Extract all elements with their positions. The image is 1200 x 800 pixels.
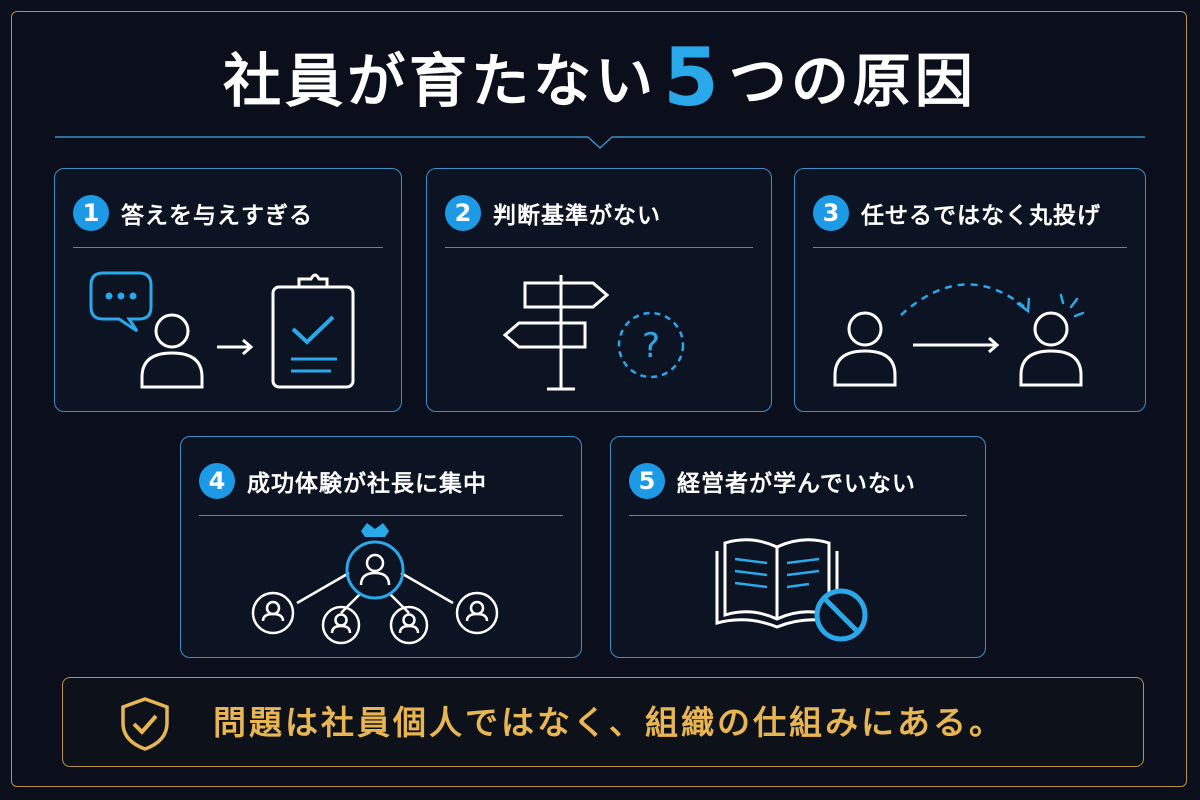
card-5-header: 5 経営者が学んでいない [629,461,916,501]
person-icon [833,311,897,387]
emphasis-lines-icon [1059,293,1085,318]
card-1-divider [73,247,383,248]
card-1-illustration [89,271,355,389]
card-3-header: 3 任せるではなく丸投げ [813,193,1101,233]
member-person-icon [389,605,429,645]
title-divider [55,136,1145,150]
card-5-divider [629,515,967,516]
card-2-badge: 2 [445,195,481,231]
card-5-illustration [715,538,868,642]
banner-text: 問題は社員個人ではなく、組織の仕組みにある。 [213,703,1005,742]
signpost-icon [502,275,610,391]
card-2-title: 判断基準がない [493,203,661,229]
arrow-right-icon [217,338,254,356]
card-2-illustration: ? [502,275,685,391]
card-5-badge: 5 [629,463,665,499]
card-4: 4 成功体験が社長に集中 [180,436,582,658]
member-person-icon [321,605,361,645]
crown-icon [361,523,389,537]
card-5-title: 経営者が学んでいない [677,471,916,497]
title-number: 5 [663,31,723,124]
org-chart-icon [251,523,499,645]
clipboard-check-icon [271,273,355,389]
shield-check-icon [121,697,169,751]
card-3-title: 任せるではなく丸投げ [861,203,1101,229]
person-icon [140,313,204,389]
card-2: 2 判断基準がない ? [426,168,772,412]
arrow-right-icon [913,336,1000,354]
open-book-icon [715,538,839,629]
prohibited-icon [814,588,868,642]
card-1: 1 答えを与えすぎる [54,168,402,412]
card-1-badge: 1 [73,195,109,231]
member-person-icon [251,591,295,635]
card-5: 5 経営者が学んでいない [610,436,986,658]
conclusion-banner: 問題は社員個人ではなく、組織の仕組みにある。 [62,677,1144,767]
outer-frame [11,11,1187,787]
card-2-divider [445,247,753,248]
card-3-illustration [833,283,1085,387]
card-4-title: 成功体験が社長に集中 [247,471,487,497]
card-1-title: 答えを与えすぎる [121,203,313,229]
card-3-divider [813,247,1127,248]
card-3-badge: 3 [813,195,849,231]
member-person-icon [455,591,499,635]
card-4-badge: 4 [199,463,235,499]
title-main: 社員が育たない [223,47,658,115]
person-icon [1019,311,1083,387]
title-suffix: つの原因 [728,47,977,115]
card-4-divider [199,515,563,516]
card-2-header: 2 判断基準がない [445,193,661,233]
card-4-header: 4 成功体験が社長に集中 [199,461,487,501]
card-3: 3 任せるではなく丸投げ [794,168,1146,412]
card-1-header: 1 答えを与えすぎる [73,193,313,233]
question-mark-text: ? [642,326,660,366]
leader-person-icon [345,540,405,600]
dashed-arc-arrow-icon [900,283,1031,316]
question-circle-icon: ? [617,311,685,379]
speech-bubble-icon [89,271,153,333]
